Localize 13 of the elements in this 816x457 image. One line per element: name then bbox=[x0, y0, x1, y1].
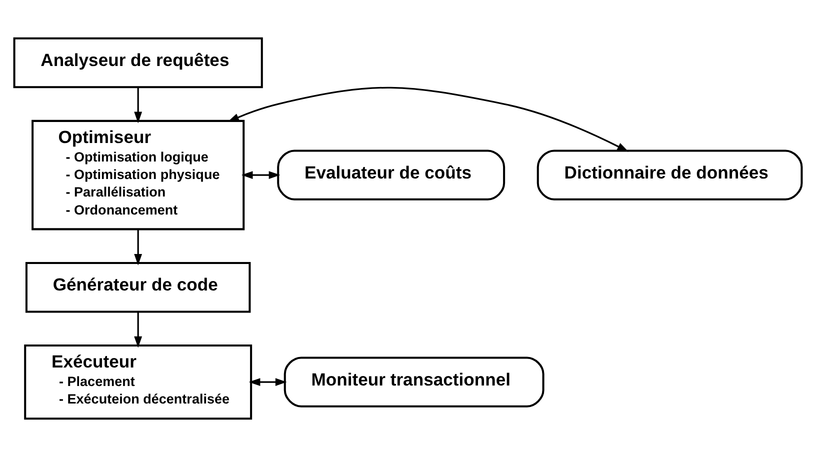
arrow bbox=[248, 378, 287, 386]
arrow bbox=[228, 86, 629, 152]
node-box: Optimiseur - Optimisation logique - Optimisation physique - Parallélisation - Ordonancement bbox=[32, 120, 245, 230]
arrow bbox=[134, 87, 142, 124]
node-box: Analyseur de requêtes bbox=[13, 37, 263, 88]
node-box: Exécuteur - Placement - Exécuteion décentralisée bbox=[24, 344, 252, 420]
node-box: Moniteur transactionnel bbox=[284, 356, 544, 408]
arrow bbox=[134, 229, 142, 266]
node-box: Dictionnaire de données bbox=[536, 150, 803, 200]
arrow bbox=[241, 171, 280, 180]
arrow bbox=[134, 312, 142, 348]
node-box: Evaluateur de coûts bbox=[277, 150, 506, 200]
node-box: Générateur de code bbox=[25, 262, 251, 313]
